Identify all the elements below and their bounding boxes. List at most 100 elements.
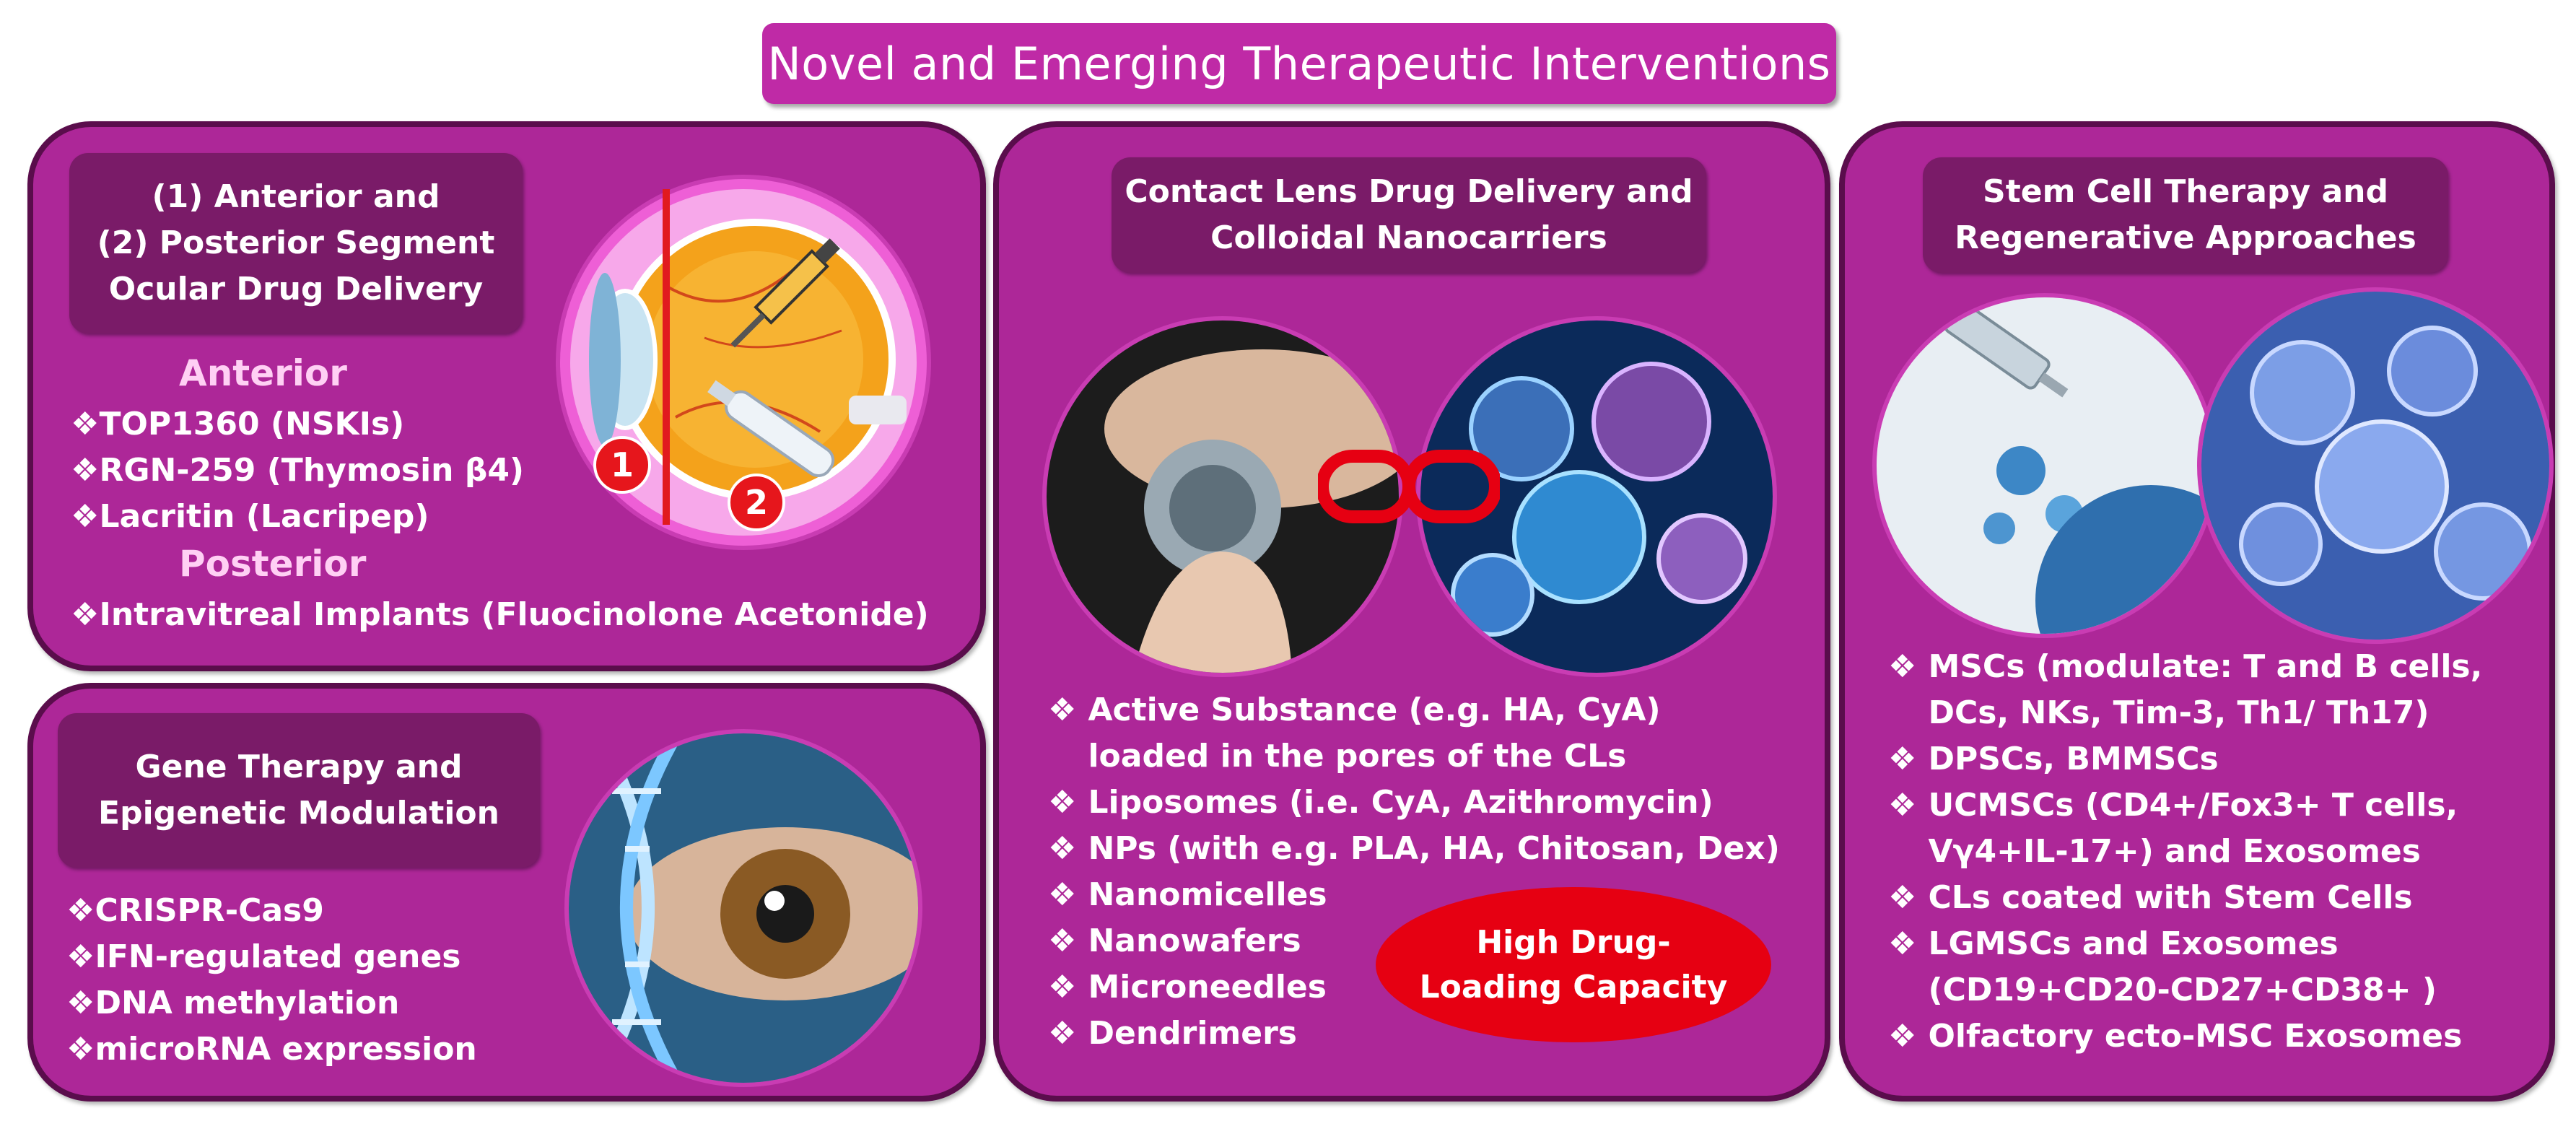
badge-line-1: High Drug- [1476, 923, 1671, 961]
marker-1-badge: 1 [593, 436, 651, 494]
marker-1-text: 1 [610, 445, 634, 484]
list-item: ❖ microRNA expression [66, 1026, 477, 1073]
contact-panel-header: Contact Lens Drug Delivery and Colloidal… [1112, 157, 1706, 273]
contact-header-line-2: Colloidal Nanocarriers [1210, 219, 1607, 256]
syringe-icon [730, 238, 840, 348]
list-item: ❖ UCMSCs (CD4+/Fox3+ T cells, Vγ4+IL-17+… [1888, 782, 2523, 875]
gene-list: ❖ CRISPR-Cas9 ❖ IFN-regulated genes ❖ DN… [66, 888, 477, 1073]
bullet-icon: ❖ [1048, 923, 1077, 959]
list-item: ❖ Microneedles [1048, 964, 1799, 1011]
badge-line-2: Loading Capacity [1419, 968, 1728, 1006]
stem-item-2: DPSCs, BMMSCs [1928, 741, 2219, 777]
dna-helix-icon [569, 733, 918, 1083]
bullet-icon: ❖ [1048, 1015, 1077, 1052]
anterior-item-3: Lacritin (Lacripep) [99, 498, 429, 535]
gene-item-3: DNA methylation [95, 985, 400, 1021]
gene-header-line-1: Gene Therapy and [135, 749, 463, 785]
list-item: ❖ NPs (with e.g. PLA, HA, Chitosan, Dex) [1048, 826, 1799, 872]
list-item: ❖ MSCs (modulate: T and B cells, DCs, NK… [1888, 644, 2523, 736]
stem-list: ❖ MSCs (modulate: T and B cells, DCs, NK… [1888, 644, 2523, 1060]
ocular-header-line-2: (2) Posterior Segment [97, 224, 495, 261]
contact-item-7: Dendrimers [1088, 1015, 1297, 1052]
anterior-list: ❖ TOP1360 (NSKIs) ❖ RGN-259 (Thymosin β4… [71, 401, 524, 540]
implant-vial-icon [707, 380, 835, 477]
anterior-item-2: RGN-259 (Thymosin β4) [99, 452, 525, 489]
gene-panel-header: Gene Therapy and Epigenetic Modulation [58, 713, 540, 868]
contact-list: ❖ Active Substance (e.g. HA, CyA) loaded… [1048, 687, 1799, 1057]
stem-header-line-2: Regenerative Approaches [1955, 219, 2416, 256]
ocular-header-line-3: Ocular Drug Delivery [108, 271, 484, 308]
anterior-heading: Anterior [179, 352, 347, 394]
stem-item-4: CLs coated with Stem Cells [1928, 879, 2413, 916]
contact-item-4: Nanomicelles [1088, 876, 1327, 913]
stem-item-5: LGMSCs and Exosomes (CD19+CD20-CD27+CD38… [1928, 925, 2437, 1008]
contact-item-6: Microneedles [1088, 969, 1327, 1006]
contact-item-5: Nanowafers [1088, 923, 1301, 959]
list-item: ❖ Nanowafers [1048, 918, 1799, 964]
bullet-icon: ❖ [66, 1031, 95, 1068]
bullet-icon: ❖ [71, 498, 100, 535]
page-title: Novel and Emerging Therapeutic Intervent… [762, 23, 1836, 104]
bullet-icon: ❖ [1048, 784, 1077, 821]
pipette-icon [1877, 297, 2213, 634]
stem-cell-icon [2201, 292, 2549, 640]
contact-item-2: Liposomes (i.e. CyA, Azithromycin) [1088, 784, 1713, 821]
bullet-icon: ❖ [71, 406, 100, 442]
stem-item-1: MSCs (modulate: T and B cells, DCs, NKs,… [1928, 648, 2483, 731]
marker-2-text: 2 [744, 483, 768, 522]
ocular-header-line-1: (1) Anterior and [152, 178, 440, 215]
high-drug-loading-badge: High Drug- Loading Capacity [1376, 887, 1771, 1042]
bullet-icon: ❖ [1888, 925, 1917, 962]
bullet-icon: ❖ [1888, 741, 1917, 777]
bullet-icon: ❖ [66, 938, 95, 975]
eye-anatomy-icon [570, 189, 917, 536]
bullet-icon: ❖ [1888, 648, 1917, 685]
list-item: ❖ TOP1360 (NSKIs) [71, 401, 524, 448]
nanoparticle-image [1416, 316, 1777, 677]
page-title-text: Novel and Emerging Therapeutic Intervent… [767, 37, 1831, 90]
list-item: ❖ DPSCs, BMMSCs [1888, 736, 2523, 782]
posterior-item-1: Intravitreal Implants (Fluocinolone Acet… [99, 596, 929, 633]
gene-item-2: IFN-regulated genes [95, 938, 461, 975]
bullet-icon: ❖ [1048, 692, 1077, 728]
list-item: ❖ Lacritin (Lacripep) [71, 494, 524, 540]
list-item: ❖ Nanomicelles [1048, 872, 1799, 918]
stem-cells-image [2197, 287, 2554, 644]
anterior-item-1: TOP1360 (NSKIs) [99, 406, 405, 442]
nanoparticle-icon [1420, 320, 1773, 673]
list-item: ❖ Active Substance (e.g. HA, CyA) loaded… [1048, 687, 1799, 780]
bullet-icon: ❖ [66, 892, 95, 929]
gene-item-4: microRNA expression [95, 1031, 477, 1068]
marker-2-badge: 2 [728, 474, 785, 531]
pipette-cells-image [1872, 293, 2217, 638]
posterior-list: ❖ Intravitreal Implants (Fluocinolone Ac… [71, 592, 929, 638]
stem-panel-header: Stem Cell Therapy and Regenerative Appro… [1923, 157, 2448, 273]
list-item: ❖ CRISPR-Cas9 [66, 888, 477, 934]
posterior-heading: Posterior [179, 543, 367, 585]
gene-item-1: CRISPR-Cas9 [95, 892, 324, 929]
bullet-icon: ❖ [71, 596, 100, 633]
list-item: ❖ Liposomes (i.e. CyA, Azithromycin) [1048, 780, 1799, 826]
dna-eye-image [564, 729, 922, 1087]
list-item: ❖ CLs coated with Stem Cells [1888, 875, 2523, 921]
stem-item-3: UCMSCs (CD4+/Fox3+ T cells, Vγ4+IL-17+) … [1928, 787, 2458, 870]
stem-header-line-1: Stem Cell Therapy and [1983, 173, 2388, 210]
list-item: ❖ Olfactory ecto-MSC Exosomes [1888, 1013, 2523, 1060]
contact-item-1: Active Substance (e.g. HA, CyA) loaded i… [1088, 692, 1661, 775]
contact-item-3: NPs (with e.g. PLA, HA, Chitosan, Dex) [1088, 830, 1780, 867]
list-item: ❖ IFN-regulated genes [66, 934, 477, 980]
bullet-icon: ❖ [1888, 1018, 1917, 1055]
stem-item-6: Olfactory ecto-MSC Exosomes [1928, 1018, 2463, 1055]
gene-header-line-2: Epigenetic Modulation [98, 795, 499, 832]
chain-link-icon [1318, 450, 1500, 523]
bullet-icon: ❖ [1048, 969, 1077, 1006]
list-item: ❖ Dendrimers [1048, 1011, 1799, 1057]
bullet-icon: ❖ [71, 452, 100, 489]
bullet-icon: ❖ [66, 985, 95, 1021]
bullet-icon: ❖ [1888, 787, 1917, 824]
bullet-icon: ❖ [1048, 876, 1077, 913]
anterior-posterior-divider [663, 189, 670, 525]
list-item: ❖ DNA methylation [66, 980, 477, 1026]
contact-header-line-1: Contact Lens Drug Delivery and [1125, 173, 1693, 210]
ocular-panel-header: (1) Anterior and (2) Posterior Segment O… [69, 153, 523, 333]
